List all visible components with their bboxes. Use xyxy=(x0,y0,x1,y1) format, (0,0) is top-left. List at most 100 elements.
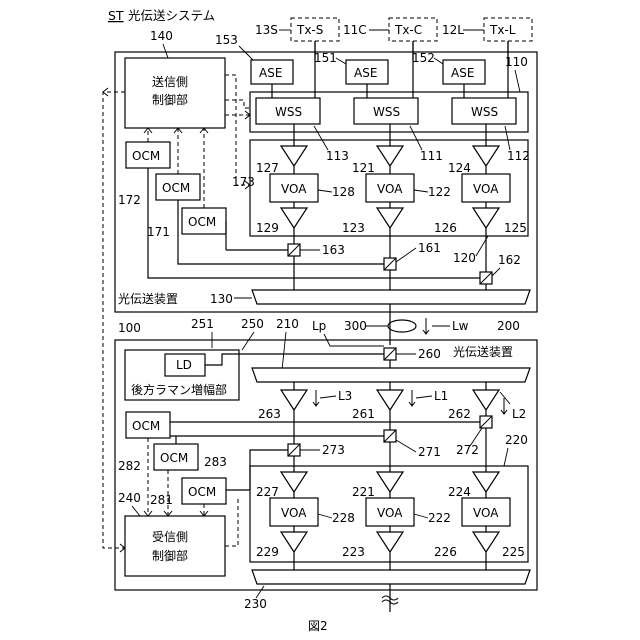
ref-222: 222 xyxy=(428,511,451,525)
ref-127: 127 xyxy=(256,161,279,175)
ref-225: 225 xyxy=(502,545,525,559)
rx-amp-263 xyxy=(281,390,307,410)
ref-122: 122 xyxy=(428,185,451,199)
fiber-lp: Lp xyxy=(312,319,326,333)
rx-ocm-281-label: OCM xyxy=(160,451,188,465)
rx-demux-input xyxy=(252,368,530,382)
ref-130: 130 xyxy=(210,292,233,306)
rx-ocm-283-label: OCM xyxy=(188,485,216,499)
ref-227: 227 xyxy=(256,485,279,499)
ld-label: LD xyxy=(176,358,192,372)
fiber-lw: Lw xyxy=(452,319,469,333)
ref-221: 221 xyxy=(352,485,375,499)
ref-13s: 13S xyxy=(255,23,278,37)
ref-230: 230 xyxy=(244,597,267,611)
ref-172: 172 xyxy=(118,193,141,207)
rx-ocm-282-label: OCM xyxy=(132,419,160,433)
ref-11c: 11C xyxy=(343,23,367,37)
rx-controller-box xyxy=(125,516,225,576)
ase-c-label: ASE xyxy=(354,66,377,80)
ref-260: 260 xyxy=(418,347,441,361)
tx-voa-c-label: VOA xyxy=(377,182,403,196)
rx-amp-221 xyxy=(377,472,403,492)
ref-152: 152 xyxy=(412,51,435,65)
ref-251: 251 xyxy=(191,317,214,331)
raman-label: 後方ラマン増幅部 xyxy=(131,382,227,397)
tx-ocm-172-label: OCM xyxy=(132,149,160,163)
ref-223: 223 xyxy=(342,545,365,559)
ref-273: 273 xyxy=(322,443,345,457)
tx-s-label: Tx-S xyxy=(296,23,323,37)
tx-controller-line2: 制御部 xyxy=(152,92,188,107)
rx-voa-c-label: VOA xyxy=(377,506,403,520)
ref-210: 210 xyxy=(276,317,299,331)
figure-caption: 図2 xyxy=(308,619,328,633)
ref-262: 262 xyxy=(448,407,471,421)
tx-amp-129 xyxy=(281,208,307,228)
ref-151: 151 xyxy=(314,51,337,65)
ref-173: 173 xyxy=(232,175,255,189)
ref-240: 240 xyxy=(118,491,141,505)
ref-161: 161 xyxy=(418,241,441,255)
ref-123: 123 xyxy=(342,221,365,235)
ref-124: 124 xyxy=(448,161,471,175)
system-name: 光伝送システム xyxy=(128,8,215,23)
ref-200: 200 xyxy=(497,319,520,333)
tx-ocm-173-label: OCM xyxy=(188,215,216,229)
tx-amp-121 xyxy=(377,146,403,166)
ref-228: 228 xyxy=(332,511,355,525)
ref-153: 153 xyxy=(215,33,238,47)
ref-300: 300 xyxy=(344,319,367,333)
ref-162: 162 xyxy=(498,253,521,267)
ref-121: 121 xyxy=(352,161,375,175)
rx-amp-224 xyxy=(473,472,499,492)
ref-261: 261 xyxy=(352,407,375,421)
wss-l-label: WSS xyxy=(471,105,498,119)
ref-120: 120 xyxy=(453,251,476,265)
tx-ocm-171-label: OCM xyxy=(162,181,190,195)
ref-263: 263 xyxy=(258,407,281,421)
ref-100: 100 xyxy=(118,321,141,335)
ref-283: 283 xyxy=(204,455,227,469)
rx-controller-line1: 受信側 xyxy=(152,530,188,544)
ref-126: 126 xyxy=(434,221,457,235)
band-l3: L3 xyxy=(338,389,352,403)
tx-amp-127 xyxy=(281,146,307,166)
ref-272: 272 xyxy=(456,443,479,457)
ref-271: 271 xyxy=(418,445,441,459)
rx-controller-line2: 制御部 xyxy=(152,548,188,563)
tx-mux xyxy=(252,290,530,304)
ref-220: 220 xyxy=(505,433,528,447)
tx-voa-s-label: VOA xyxy=(281,182,307,196)
tx-device-label: 光伝送装置 xyxy=(118,291,178,306)
ref-129: 129 xyxy=(256,221,279,235)
ref-229: 229 xyxy=(256,545,279,559)
tx-l-label: Tx-L xyxy=(489,23,516,37)
ref-163: 163 xyxy=(322,243,345,257)
tx-voa-l-label: VOA xyxy=(473,182,499,196)
tx-controller-line1: 送信側 xyxy=(152,74,188,89)
ref-281: 281 xyxy=(150,493,173,507)
rx-amp-262 xyxy=(473,390,499,410)
ref-112: 112 xyxy=(507,149,530,163)
system-code: ST xyxy=(108,8,124,23)
ref-250: 250 xyxy=(241,317,264,331)
tx-amp-124 xyxy=(473,146,499,166)
rx-amp-261 xyxy=(377,390,403,410)
ref-111: 111 xyxy=(420,149,443,163)
fiber-coil xyxy=(388,320,416,332)
wss-s-label: WSS xyxy=(275,105,302,119)
ref-125: 125 xyxy=(504,221,527,235)
wss-c-label: WSS xyxy=(373,105,400,119)
ref-12l: 12L xyxy=(442,23,464,37)
rx-amp-229 xyxy=(281,532,307,552)
band-l2: L2 xyxy=(512,407,526,421)
ref-226: 226 xyxy=(434,545,457,559)
ref-128: 128 xyxy=(332,185,355,199)
ref-171: 171 xyxy=(147,225,170,239)
rx-voa-l-label: VOA xyxy=(473,506,499,520)
rx-device-label: 光伝送装置 xyxy=(453,344,513,359)
ase-l-label: ASE xyxy=(451,66,474,80)
ref-140: 140 xyxy=(150,29,173,43)
